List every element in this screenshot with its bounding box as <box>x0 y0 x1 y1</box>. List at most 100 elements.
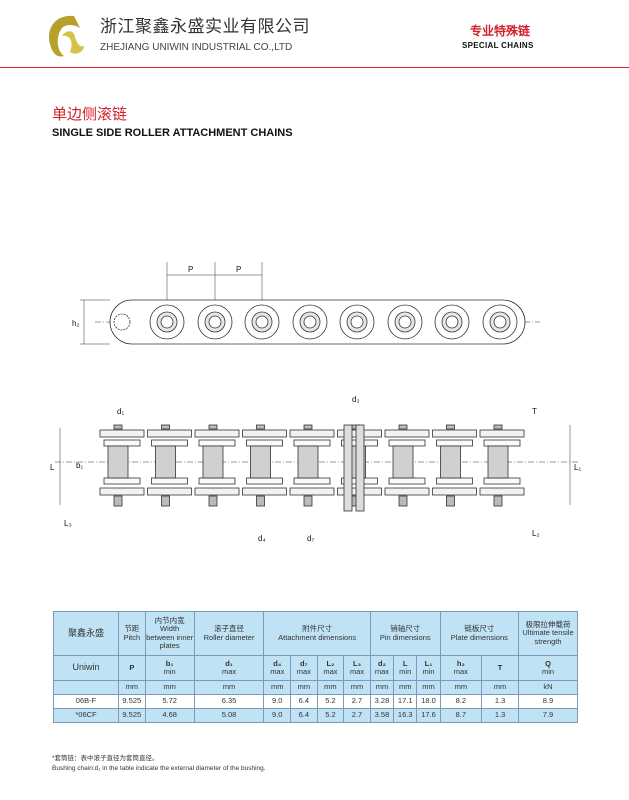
pin-end <box>161 495 170 507</box>
symbol-cell: T <box>481 655 519 681</box>
inner-plate <box>388 439 426 447</box>
group-label-cn: 内节内宽 <box>154 616 185 625</box>
company-name-cn: 浙江聚鑫永盛实业有限公司 <box>100 17 310 36</box>
outer-plate <box>147 487 192 496</box>
unit-cell: mm <box>118 680 146 695</box>
outer-plate <box>479 429 525 438</box>
value-cell: 6.4 <box>290 708 318 723</box>
group-label-cn: 节距 <box>124 624 140 634</box>
value-cell: 8.9 <box>518 694 578 709</box>
symbol: L₂ <box>326 658 335 668</box>
roller <box>155 445 176 479</box>
L3-label: L₃ <box>64 519 72 528</box>
outer-plate <box>432 429 477 438</box>
outer-plate <box>99 487 145 496</box>
footnote-en: Bushing chain:d₁ in the table indicate t… <box>52 764 266 772</box>
group-label-cn: 极限拉伸载荷 <box>525 620 571 630</box>
inner-plate <box>293 477 331 485</box>
L-label: L <box>50 463 55 472</box>
d1-label: d₁ <box>117 407 124 416</box>
unit-cell: mm <box>316 680 345 695</box>
value-cell: 9.525 <box>118 694 146 709</box>
inner-plate <box>151 477 188 485</box>
roller-circle <box>445 315 459 329</box>
symbol: L₃ <box>352 658 362 668</box>
symbol: P <box>129 662 135 672</box>
outer-plate <box>384 429 430 438</box>
symbol-qualifier: min <box>399 667 412 676</box>
pin-head <box>303 424 313 430</box>
value-cell: 6.4 <box>290 694 318 709</box>
pin-end <box>208 495 218 507</box>
value-cell: 9.525 <box>118 708 146 723</box>
pin-end <box>303 495 313 507</box>
symbol-cell: P <box>118 655 146 681</box>
symbol: Q <box>545 658 551 668</box>
value-cell: 9.0 <box>263 694 292 709</box>
group-label-cn: 链板尺寸 <box>464 624 495 634</box>
T-label: T <box>532 407 537 416</box>
unit-cell: mm <box>369 680 395 695</box>
chain-drawing: P P h₂ d₁ b₁ L L₃ d₄ d₇ d₂ T L₁ L₂ <box>50 262 581 543</box>
inner-plate <box>246 477 283 485</box>
unit-cell: mm <box>481 680 519 695</box>
inner-plate <box>293 439 331 447</box>
group-label-en: Attachment dimensions <box>278 632 357 642</box>
outer-plate <box>99 429 145 438</box>
symbol: d₂ <box>378 658 386 668</box>
group-label-en: Width between inner plates <box>146 624 194 650</box>
value-cell: 5.2 <box>316 708 345 723</box>
value-cell: 5.72 <box>144 694 195 709</box>
roller-circle <box>493 315 507 329</box>
unit-cell: mm <box>416 680 441 695</box>
symbol: d₄ <box>273 658 282 668</box>
pin-end <box>398 495 408 507</box>
unit-cell: mm <box>263 680 292 695</box>
chain-top-view: P P h₂ <box>72 262 540 345</box>
symbol: d₁ <box>225 658 233 668</box>
unit-cell: mm <box>343 680 371 695</box>
value-cell: 5.08 <box>193 708 265 723</box>
value-cell: 2.7 <box>343 708 371 723</box>
unit-cell: mm <box>393 680 418 695</box>
roller <box>250 445 271 479</box>
value-cell: 1.3 <box>481 708 519 723</box>
units-blank <box>53 680 119 695</box>
b1-label: b₁ <box>76 461 83 470</box>
roller <box>440 445 461 479</box>
outer-plate <box>242 429 287 438</box>
company-logo <box>49 15 84 57</box>
d4-label: d₄ <box>258 534 266 543</box>
roller-circle <box>208 315 222 329</box>
inner-plate <box>103 439 141 447</box>
symbol: L <box>402 658 408 668</box>
pin-end <box>256 495 265 507</box>
value-cell: 3.58 <box>369 708 395 723</box>
pitch-label: P <box>188 265 193 274</box>
page-title-cn: 单边侧滚链 <box>52 106 128 123</box>
inner-plate <box>483 477 521 485</box>
inner-plate <box>198 439 236 447</box>
roller-circle <box>160 315 174 329</box>
group-label-en: Plate dimensions <box>450 632 508 642</box>
outer-plate <box>147 429 192 438</box>
d7-label: d₇ <box>307 534 314 543</box>
category-tag-cn: 专业特殊链 <box>470 24 531 38</box>
symbol: d₇ <box>300 658 308 668</box>
symbol: b₁ <box>165 658 174 668</box>
inner-plate <box>103 477 141 485</box>
pin-head <box>446 424 455 430</box>
value-cell: 4.68 <box>144 708 195 723</box>
